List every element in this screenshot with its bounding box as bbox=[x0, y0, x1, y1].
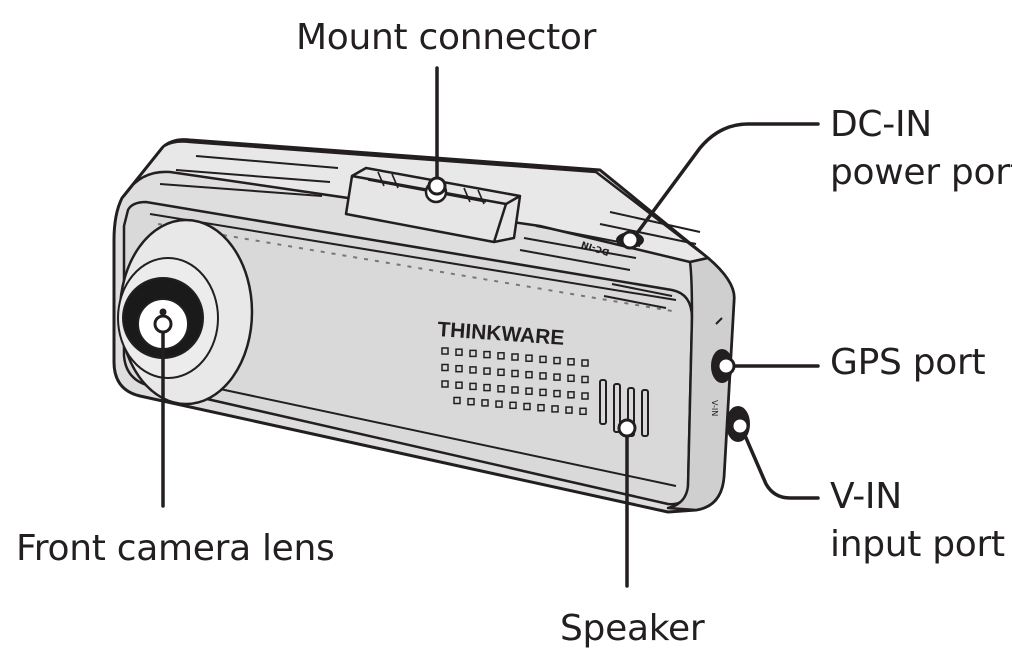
dc-in-line2: power port bbox=[830, 152, 1012, 193]
speaker-hole bbox=[455, 381, 463, 389]
speaker-hole bbox=[525, 370, 533, 379]
speaker-hole bbox=[469, 366, 477, 374]
endpoint-lens bbox=[153, 314, 173, 334]
top-vents bbox=[159, 155, 701, 309]
speaker-hole bbox=[497, 368, 505, 377]
speaker-hole bbox=[523, 402, 531, 411]
camera-body bbox=[112, 138, 736, 514]
speaker-hole bbox=[441, 380, 449, 388]
speaker-hole bbox=[539, 388, 547, 397]
endpoint-speaker bbox=[617, 418, 637, 438]
speaker-hole bbox=[511, 353, 519, 361]
mount-connector-bracket bbox=[344, 166, 522, 244]
speaker-text: Speaker bbox=[560, 608, 705, 649]
endpoint-gps bbox=[716, 356, 736, 376]
mount-connector-text: Mount connector bbox=[296, 17, 597, 58]
speaker-hole bbox=[509, 401, 517, 410]
speaker-hole bbox=[537, 403, 545, 412]
speaker-hole bbox=[469, 349, 477, 358]
speaker-hole bbox=[483, 350, 491, 359]
gps-port-label: GPS port bbox=[830, 339, 986, 387]
speaker-hole bbox=[453, 396, 461, 405]
front-camera-lens bbox=[117, 218, 254, 406]
leader-v-in bbox=[738, 422, 820, 500]
speaker-hole bbox=[525, 387, 533, 395]
speaker-slots bbox=[599, 379, 649, 437]
speaker-hole bbox=[581, 375, 589, 384]
speaker-hole bbox=[525, 354, 533, 362]
speaker-hole bbox=[497, 385, 505, 393]
speaker-hole bbox=[565, 406, 573, 414]
speaker-hole bbox=[553, 389, 561, 398]
front-camera-lens-label: Front camera lens bbox=[16, 525, 335, 573]
speaker-hole bbox=[539, 372, 547, 380]
endpoint-dc-in bbox=[620, 230, 640, 250]
speaker-label: Speaker bbox=[560, 605, 705, 653]
speaker-hole bbox=[511, 386, 519, 394]
speaker-hole bbox=[441, 347, 449, 355]
speaker-grille bbox=[441, 347, 589, 416]
speaker-hole bbox=[553, 356, 561, 365]
speaker-hole bbox=[481, 399, 489, 407]
speaker-hole bbox=[581, 392, 589, 400]
speaker-hole bbox=[495, 400, 503, 408]
dc-in-label: DC-IN power port bbox=[830, 101, 1012, 197]
speaker-hole bbox=[567, 358, 575, 366]
endpoint-mount bbox=[427, 176, 447, 196]
speaker-hole bbox=[511, 369, 519, 378]
speaker-hole bbox=[567, 374, 575, 383]
speaker-hole bbox=[441, 363, 449, 372]
speaker-hole bbox=[483, 383, 491, 392]
speaker-hole bbox=[567, 391, 575, 399]
speaker-hole bbox=[579, 407, 587, 416]
v-in-label: V-IN input port bbox=[830, 473, 1005, 569]
speaker-hole bbox=[455, 364, 463, 373]
v-in-line1: V-IN bbox=[830, 476, 902, 517]
speaker-hole bbox=[553, 373, 561, 381]
v-in-line2: input port bbox=[830, 524, 1005, 565]
speaker-hole bbox=[455, 348, 463, 356]
leader-dc-in bbox=[630, 122, 820, 242]
front-camera-lens-text: Front camera lens bbox=[16, 528, 335, 569]
speaker-hole bbox=[581, 359, 589, 367]
leader-endpoints bbox=[153, 176, 750, 438]
speaker-hole bbox=[539, 355, 547, 364]
gps-port-text: GPS port bbox=[830, 342, 986, 383]
speaker-hole bbox=[551, 405, 559, 413]
speaker-hole bbox=[469, 382, 477, 391]
dc-in-line1: DC-IN bbox=[830, 104, 932, 145]
mount-connector-label: Mount connector bbox=[296, 14, 596, 62]
leader-lines bbox=[161, 66, 820, 588]
speaker-hole bbox=[497, 352, 505, 360]
endpoint-v-in bbox=[730, 416, 750, 436]
speaker-hole bbox=[467, 397, 475, 406]
speaker-hole bbox=[483, 367, 491, 375]
v-in-marking: V-IN bbox=[710, 400, 719, 416]
